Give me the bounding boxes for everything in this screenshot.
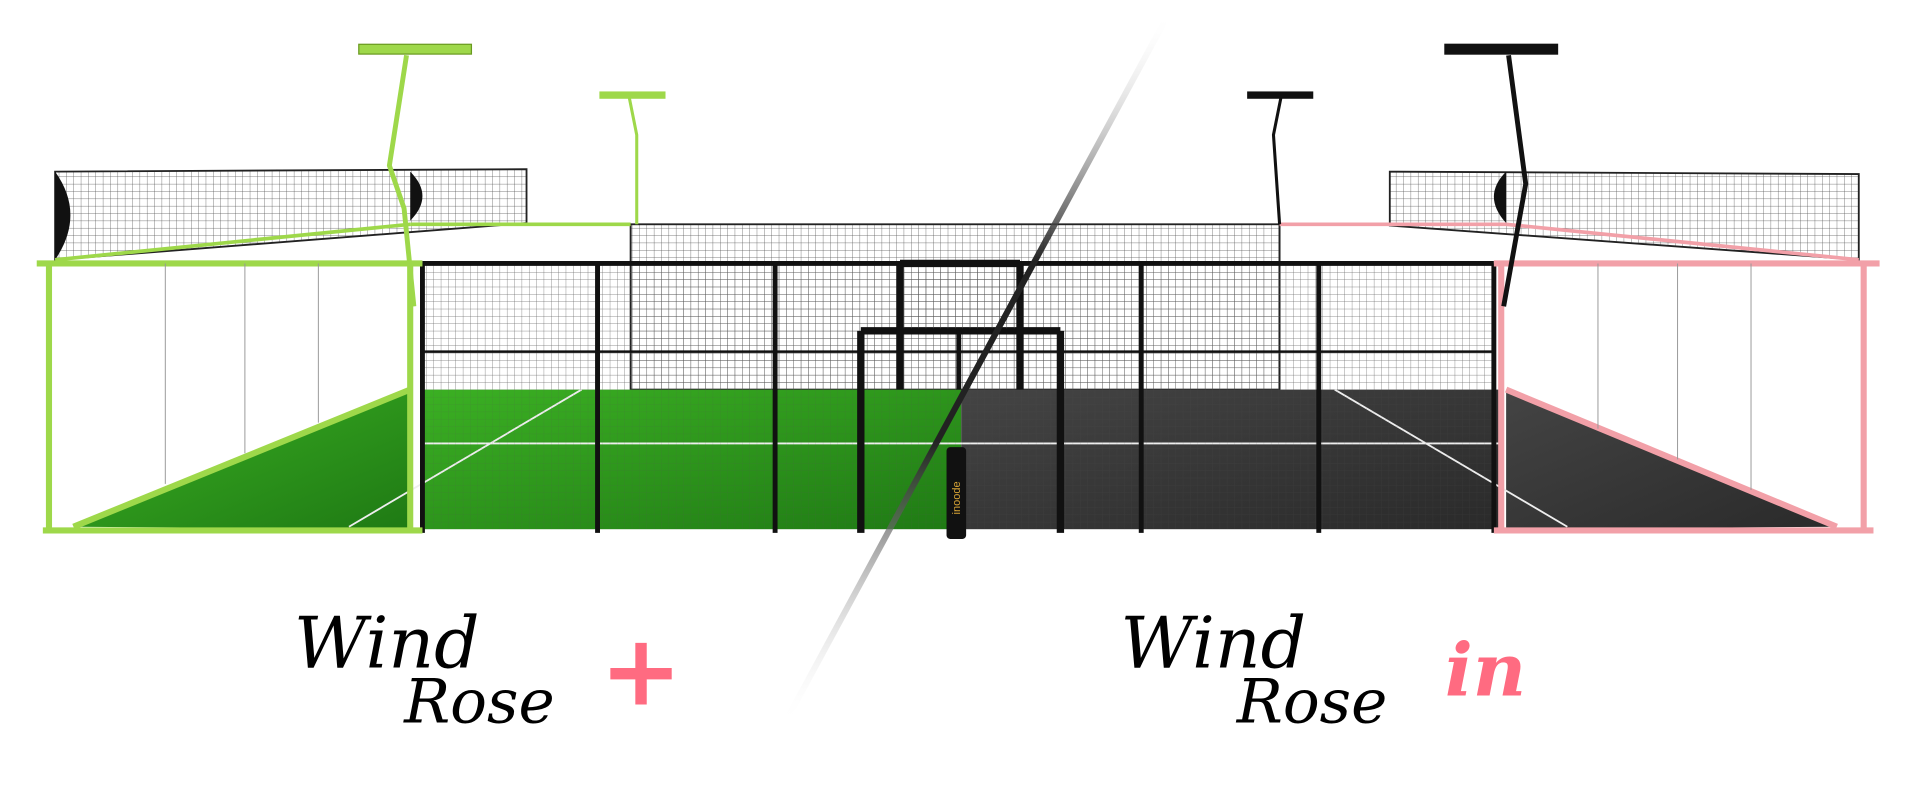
pink-frame <box>1279 222 1880 534</box>
logo-line2: Rose <box>1236 667 1388 738</box>
logo-line2: Rose <box>403 667 555 738</box>
right-upper-mesh <box>1388 170 1860 261</box>
left-upper-mesh <box>54 168 528 261</box>
black-floodlights <box>1247 43 1559 307</box>
diagonal-divider <box>780 10 1173 727</box>
logo-line1: Wind <box>1120 602 1306 685</box>
green-frame <box>36 222 631 534</box>
net-post-brand: inoode <box>951 481 963 514</box>
logo-line1: Wind <box>294 602 480 685</box>
entrance-frame <box>857 259 1065 533</box>
net-post: inoode <box>946 447 967 539</box>
logo-suffix: in <box>1445 628 1526 714</box>
glass-walls <box>164 263 1752 490</box>
wind-rose-plus-logo: Wind Rose + <box>294 602 682 738</box>
wind-rose-in-logo: Wind Rose in <box>1120 602 1526 738</box>
green-floodlights <box>358 43 666 307</box>
logo-suffix: + <box>600 614 682 728</box>
